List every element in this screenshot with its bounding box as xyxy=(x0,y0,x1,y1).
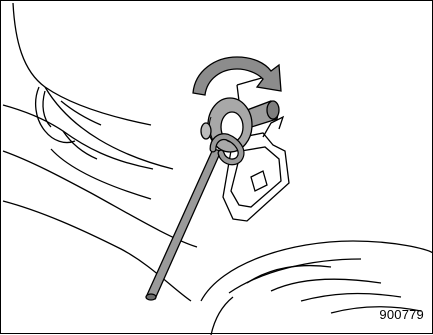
figure-code: 900779 xyxy=(379,308,424,321)
tool-rod-icon xyxy=(146,137,241,300)
tow-hook-ring-icon xyxy=(201,98,252,152)
